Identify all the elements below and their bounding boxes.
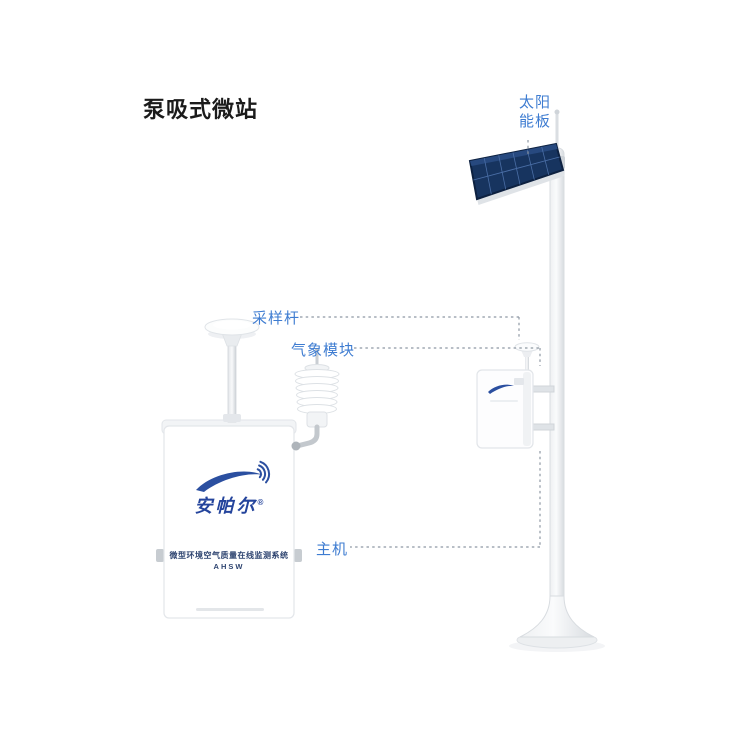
sampling-rod-collar: [223, 414, 241, 422]
unit-micro-text-bar: [490, 400, 518, 402]
mount-tube: [294, 424, 320, 449]
mini-sampler-cap: [514, 342, 540, 352]
brand-text: 安帕尔: [194, 496, 258, 516]
mount-nut: [291, 441, 301, 451]
antenna-rod: [555, 112, 559, 156]
sampling-rod-shaft: [227, 339, 237, 423]
solar-panel: [468, 142, 565, 205]
solar-frame-edge: [477, 170, 565, 205]
solar-grid-line: [498, 155, 507, 190]
main-cabinet: [156, 419, 302, 619]
weather-antenna-tip: [315, 348, 319, 352]
cabinet-body: [163, 425, 295, 619]
leader-main-unit: [350, 451, 541, 548]
solar-grid-line: [541, 146, 550, 175]
pole-shaft: [549, 147, 565, 605]
cap-highlight: [213, 320, 251, 330]
signal-arc-icon: [258, 464, 266, 481]
pole-base-flare: [519, 595, 595, 638]
signal-arc-icon: [259, 460, 271, 484]
solar-grid-line: [483, 158, 492, 195]
label-solar-line2: 能板: [518, 113, 551, 130]
solar-grid-line: [526, 149, 535, 180]
page-title: 泵吸式微站: [143, 97, 259, 122]
cabinet-system-name: 微型环境空气质量在线监测系统: [169, 551, 289, 560]
solar-grid-line: [512, 152, 521, 185]
label-main-unit: 主机: [316, 541, 349, 558]
label-solar-line1: 太阳: [518, 94, 551, 111]
label-sampling-rod: 采样杆: [252, 310, 301, 327]
label-weather-module: 气象模块: [291, 342, 356, 359]
mounting-pole: [509, 109, 605, 652]
weather-module: [291, 348, 340, 451]
trademark-symbol: ®: [257, 498, 264, 507]
unit-inlet: [514, 378, 524, 385]
cabinet-left-hinge: [156, 549, 164, 562]
cabinet-brand: 安帕尔®: [164, 492, 294, 518]
brand-swoosh-icon: [196, 471, 263, 492]
mini-sampling-rod: [525, 350, 529, 372]
annotation-lines: [300, 140, 541, 548]
sampling-rod-assembly: [204, 318, 260, 423]
antenna-tip: [554, 109, 560, 115]
leader-sampling-rod: [300, 316, 520, 340]
signal-arc-icon: [256, 468, 262, 479]
unit-side-shade: [523, 372, 531, 446]
label-solar-panel: 太阳 能板: [516, 93, 554, 131]
pole-monitor-unit: [476, 342, 555, 449]
cabinet-right-hinge: [294, 549, 302, 562]
unit-logo-swoosh: [488, 384, 514, 394]
leader-weather-module: [354, 347, 541, 366]
cabinet-micro-text-bar: [196, 608, 264, 611]
mini-sampler-cone: [521, 350, 533, 357]
cabinet-model-code: AHSW: [213, 562, 245, 571]
weather-antenna: [315, 350, 319, 366]
